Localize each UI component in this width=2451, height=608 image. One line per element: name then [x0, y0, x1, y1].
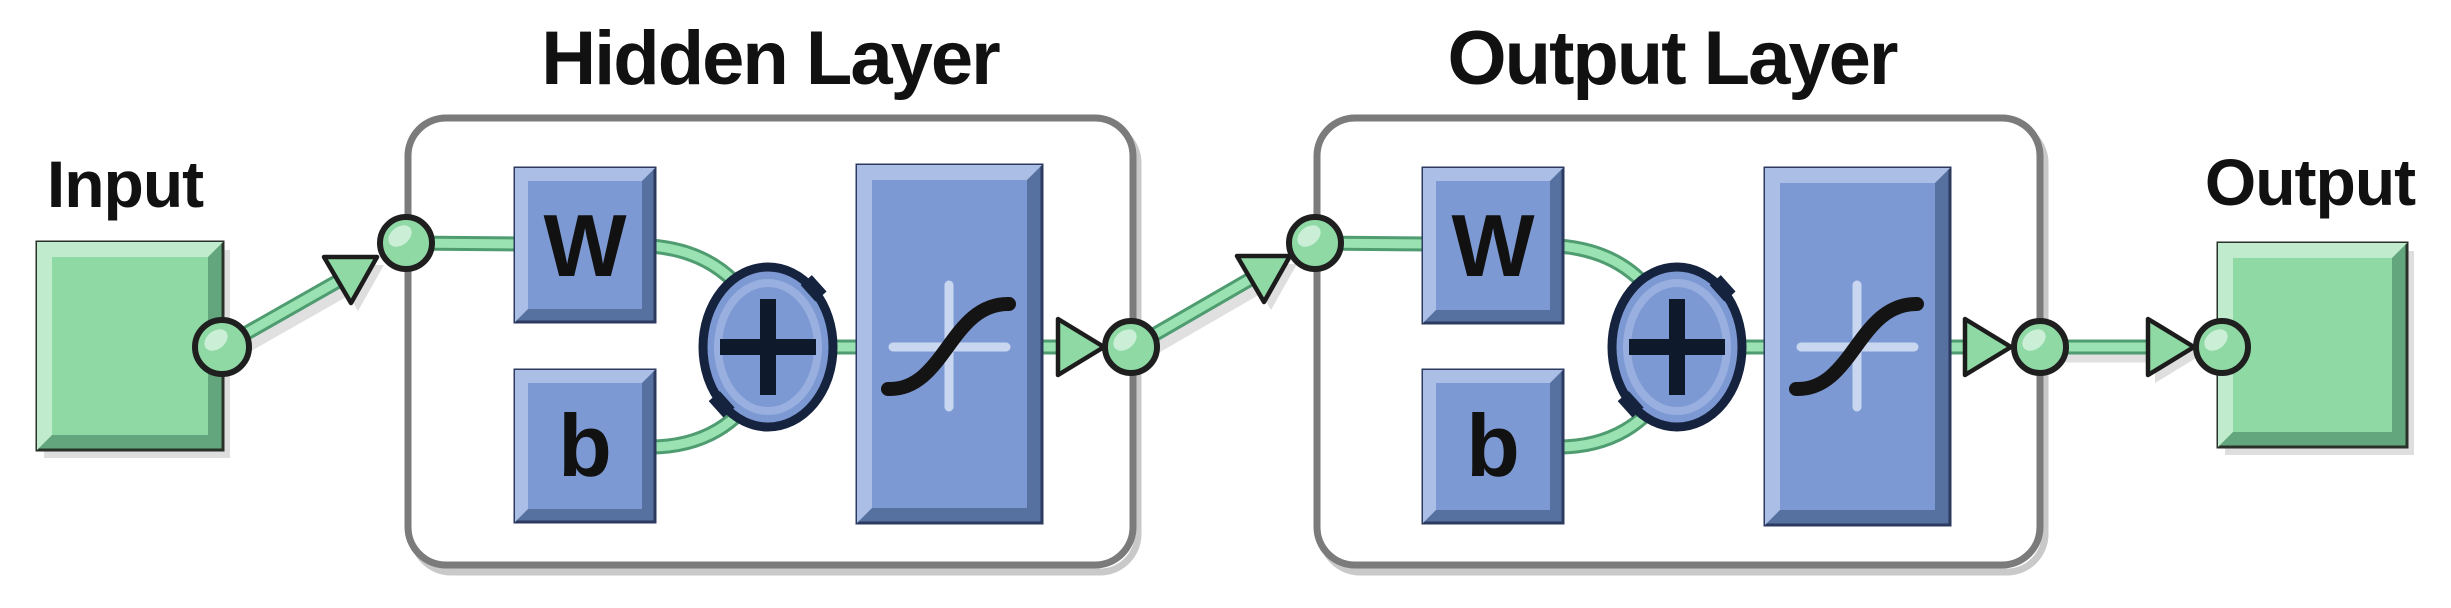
final-output-arrow-icon	[2145, 316, 2197, 378]
interlayer-arrow-icon	[1234, 253, 1293, 305]
plus-icon	[1629, 299, 1725, 395]
output-label: Output	[2205, 145, 2416, 219]
hidden-bias-label: b	[558, 396, 612, 495]
output-input-node	[1286, 214, 1344, 272]
sigmoid-curve-icon	[881, 296, 1016, 397]
output-layer-title: Output Layer	[1448, 16, 1898, 101]
output-output-node	[2011, 318, 2069, 376]
output-bias-label: b	[1466, 396, 1520, 495]
hidden-transfer-block	[855, 163, 1044, 525]
hidden-input-node	[377, 214, 435, 272]
hidden-output-node	[1102, 318, 1160, 376]
output-square	[2216, 241, 2409, 449]
output-layer-arrow-icon	[1962, 316, 2014, 378]
input-square-face	[52, 257, 208, 435]
output-bias-block: b	[1421, 368, 1565, 525]
hidden-output-arrow-icon	[1055, 316, 1107, 378]
output-square-face	[2233, 258, 2392, 432]
output-weight-label: W	[1451, 196, 1534, 295]
hidden-bias-block: b	[513, 368, 657, 524]
hidden-layer-title: Hidden Layer	[541, 16, 1000, 101]
hidden-sum-junction	[698, 262, 838, 432]
output-port-node	[2193, 318, 2251, 376]
arrowheads	[321, 253, 2197, 378]
hidden-weight-label: W	[543, 196, 626, 295]
input-label: Input	[47, 147, 204, 221]
output-weight-block: W	[1421, 166, 1565, 325]
plus-icon	[720, 299, 816, 395]
connection-nodes	[192, 214, 2251, 377]
connection-wires	[214, 235, 2158, 455]
input-square	[35, 240, 225, 452]
input-arrow-icon	[321, 254, 380, 306]
input-port-node	[192, 317, 252, 377]
output-transfer-block	[1763, 166, 1952, 527]
sigmoid-curve-icon	[1789, 296, 1924, 397]
output-sum-junction	[1607, 262, 1747, 432]
hidden-weight-block: W	[513, 166, 657, 324]
